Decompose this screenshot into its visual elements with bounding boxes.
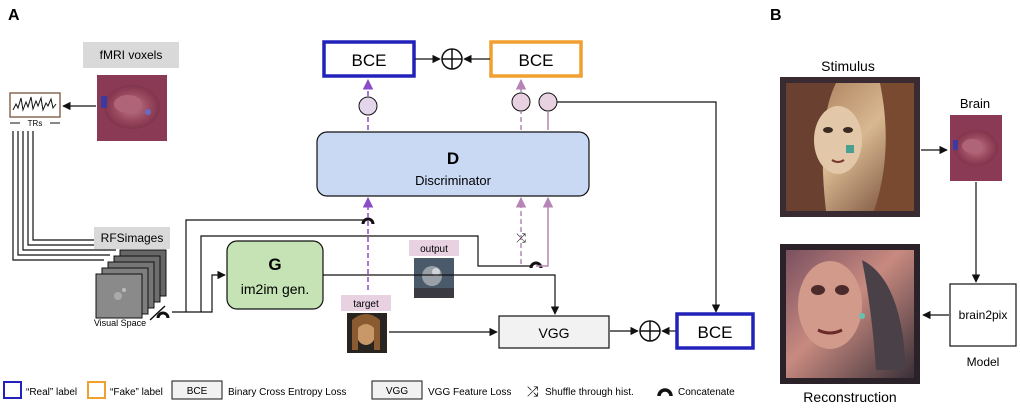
arrow-input-to-fake-concat <box>200 235 532 312</box>
legend-shuffle-desc: Shuffle through hist. <box>545 387 634 398</box>
legend-vgg-key <box>371 380 423 400</box>
fake-logit-node <box>511 92 531 112</box>
target-image <box>347 313 387 353</box>
adv-logit-node <box>538 92 558 112</box>
model-box <box>949 283 1017 347</box>
legend-concat-icon <box>657 388 673 397</box>
generator-name: im2im gen. <box>241 281 309 297</box>
panel-label-b: B <box>770 7 782 24</box>
brain-label: Brain <box>960 96 990 111</box>
output-label: output <box>420 244 448 255</box>
rfs-images-label: RFSimages <box>101 231 164 245</box>
fmri-voxels-label: fMRI voxels <box>100 48 163 62</box>
bce-fake-box <box>489 40 583 78</box>
legend-bce-key <box>171 380 223 400</box>
visual-space-label: Visual Space <box>94 318 146 328</box>
fmri-voxels-label-box <box>83 42 179 68</box>
stimulus-label: Stimulus <box>821 58 875 74</box>
legend-vgg-key-label: VGG <box>386 386 408 397</box>
arrow-input-to-generator <box>172 270 226 313</box>
model-name: brain2pix <box>959 308 1008 322</box>
panel-label-a: A <box>8 7 20 24</box>
input-connector-glyph <box>149 305 166 321</box>
shuffle-glyph: ⤮ <box>516 231 526 245</box>
generator-block <box>226 240 324 310</box>
bce-adv-label: BCE <box>698 323 733 342</box>
bce-real-label: BCE <box>352 51 387 70</box>
arrow-input-to-discriminator <box>185 219 368 312</box>
bce-adv-box <box>675 312 755 350</box>
legend-fake-label: “Fake” label <box>110 387 163 398</box>
discriminator-block <box>316 131 590 197</box>
tr-signal-plot <box>9 92 61 118</box>
legend-vgg-desc: VGG Feature Loss <box>428 387 511 398</box>
vgg-box <box>498 315 610 349</box>
arrow-fake-solid-to-discriminator <box>536 196 554 267</box>
arrow-generator-to-vgg <box>323 274 560 315</box>
legend-real-swatch <box>3 381 22 399</box>
concat-real-marker <box>361 217 375 225</box>
output-label-box <box>409 240 459 256</box>
trs-label: TRs <box>28 119 43 128</box>
target-label: target <box>353 299 379 310</box>
legend-fake-swatch <box>87 381 106 399</box>
rfs-images-label-box <box>94 227 170 249</box>
discriminator-name: Discriminator <box>415 173 492 188</box>
target-label-box <box>341 295 391 311</box>
sum-bottom-icon <box>639 320 661 342</box>
model-label: Model <box>967 355 1000 369</box>
stimulus-image <box>780 77 920 217</box>
legend-real-label: “Real” label <box>26 387 77 398</box>
vgg-label: VGG <box>538 325 569 341</box>
fmri-brain-image <box>97 75 167 141</box>
bce-real-box <box>322 40 416 78</box>
legend-concat-desc: Concatenate <box>678 387 735 398</box>
tr-channel-lines <box>12 131 128 261</box>
reconstruction-image <box>780 244 920 384</box>
reconstruction-label: Reconstruction <box>803 389 896 405</box>
sum-top-icon <box>441 48 463 70</box>
output-image <box>414 258 454 298</box>
discriminator-letter: D <box>447 149 459 168</box>
legend-bce-key-label: BCE <box>187 386 208 397</box>
real-logit-node <box>358 96 378 116</box>
generator-letter: G <box>268 255 281 274</box>
brain-image <box>950 115 1002 181</box>
bce-fake-label: BCE <box>519 51 554 70</box>
legend-shuffle-icon: ⤮ <box>527 383 538 399</box>
rfs-image-stack <box>95 249 167 319</box>
arrow-adv-to-bce <box>557 101 721 313</box>
legend-bce-desc: Binary Cross Entropy Loss <box>228 387 346 398</box>
input-concat-arc <box>156 311 170 319</box>
